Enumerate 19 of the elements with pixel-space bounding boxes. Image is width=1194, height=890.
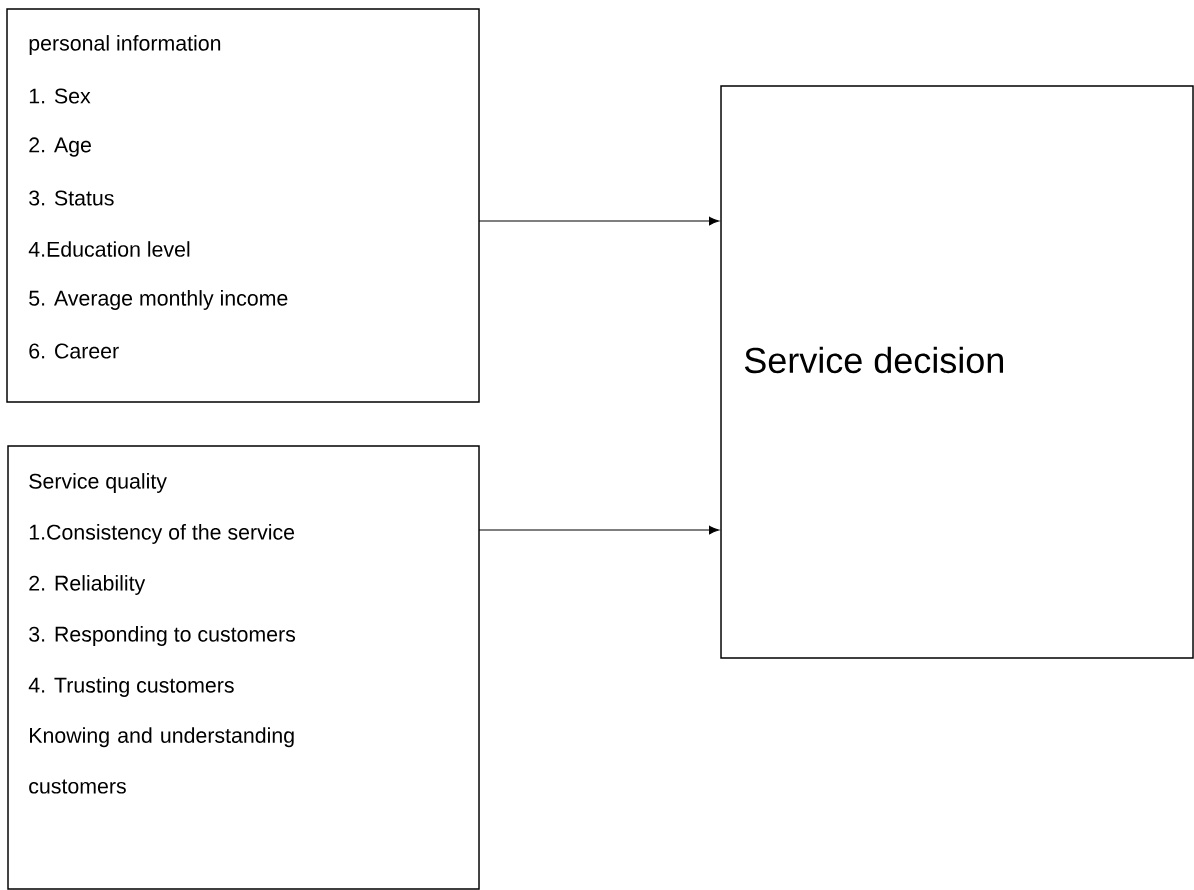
arrow xyxy=(478,216,720,226)
text-box xyxy=(7,445,480,890)
list-item: 2. Age xyxy=(29,137,91,157)
list-item: 4. Trusting customers xyxy=(28,677,234,697)
text-box xyxy=(720,85,1194,659)
list-item: 4.Education level xyxy=(28,241,190,257)
arrow xyxy=(478,525,720,535)
box-title: Service decision xyxy=(744,346,1003,374)
list-item: 3. Responding to customers xyxy=(29,626,296,646)
list-item: 3. Status xyxy=(29,190,114,206)
heading: Service quality xyxy=(29,473,167,493)
list-item: 5. Average monthly income xyxy=(29,290,288,310)
list-item: 1.Consistency of the service xyxy=(29,524,295,544)
list-item: Knowing and understanding customers xyxy=(29,727,294,794)
list-item: 6. Career xyxy=(29,343,119,359)
text-box xyxy=(6,8,480,403)
heading: personal information xyxy=(29,35,221,55)
list-item: 2. Reliability xyxy=(29,575,146,595)
list-item: 1. Sex xyxy=(29,88,91,104)
